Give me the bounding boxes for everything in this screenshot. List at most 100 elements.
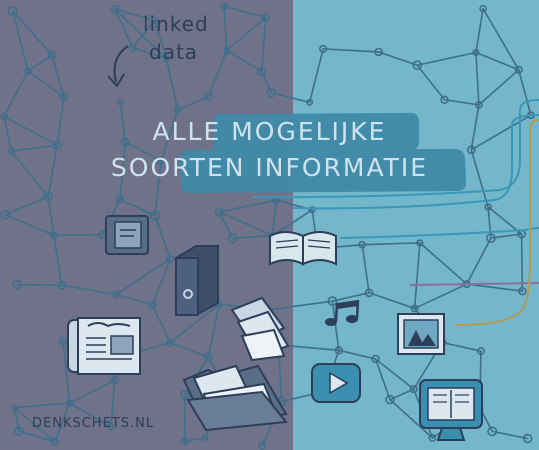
network-edge — [3, 70, 29, 118]
network-node — [476, 347, 485, 356]
network-node — [257, 66, 267, 77]
network-node — [514, 65, 523, 74]
network-edge — [466, 237, 492, 285]
network-node — [47, 51, 57, 60]
network-edge — [470, 104, 480, 151]
network-node — [7, 5, 18, 16]
network-edge — [62, 340, 71, 404]
network-node — [214, 207, 225, 217]
network-edge — [11, 10, 29, 72]
network-node — [358, 240, 367, 249]
network-node — [334, 346, 344, 355]
network-edge — [218, 211, 274, 237]
network-edge — [478, 68, 520, 106]
network-edge — [218, 199, 277, 213]
network-edge — [223, 5, 267, 19]
network-edge — [416, 64, 446, 101]
network-edge — [490, 233, 523, 239]
network-edge — [115, 293, 154, 306]
network-edge — [377, 51, 419, 66]
music-note-icon — [325, 299, 360, 326]
network-node — [150, 210, 160, 221]
network-node — [110, 4, 120, 14]
network-edge — [114, 8, 168, 60]
network-edge — [10, 144, 58, 152]
network-node — [23, 67, 32, 76]
papers-icon — [230, 296, 290, 362]
network-edge — [151, 303, 171, 344]
network-node — [266, 87, 277, 98]
network-node — [261, 13, 270, 22]
open-book-icon — [269, 231, 337, 266]
network-node — [220, 2, 228, 10]
network-node — [308, 206, 316, 214]
network-node — [57, 280, 67, 290]
network-edge — [226, 49, 263, 73]
network-node — [227, 233, 238, 244]
network-node — [410, 304, 419, 313]
network-edge — [119, 101, 127, 143]
network-edge — [18, 430, 56, 443]
network-edge — [165, 57, 179, 111]
network-edge — [361, 242, 421, 246]
network-edge — [114, 8, 134, 49]
network-node — [223, 46, 231, 54]
folder-icon — [182, 364, 288, 432]
network-node — [106, 422, 115, 431]
network-node — [522, 433, 533, 444]
network-node — [165, 254, 175, 264]
title-line-1: ALLE MOGELIJKE — [152, 117, 387, 146]
arrow-icon — [107, 45, 129, 88]
network-edge — [177, 95, 210, 111]
network-edge — [131, 46, 168, 60]
network-node — [110, 376, 119, 385]
network-edge — [322, 48, 380, 53]
network-edge — [52, 234, 63, 287]
network-node — [486, 233, 496, 243]
video-play-icon — [311, 363, 361, 403]
network-edge — [154, 160, 162, 217]
network-edge — [308, 48, 324, 104]
network-edge — [207, 303, 221, 358]
network-edge — [131, 19, 156, 49]
network-edge — [169, 303, 221, 344]
network-edge — [27, 54, 53, 72]
network-edge — [154, 214, 172, 260]
network-edge — [271, 208, 314, 237]
network-edge — [68, 402, 112, 428]
newspaper-icon — [67, 317, 141, 375]
network-edge — [260, 16, 267, 73]
network-node — [440, 95, 449, 105]
network-node — [50, 231, 58, 239]
network-node — [157, 157, 165, 165]
network-node — [428, 433, 437, 442]
network-edge — [68, 379, 116, 404]
network-node — [65, 399, 74, 407]
network-edge — [266, 300, 334, 311]
network-node — [203, 352, 213, 362]
network-edge — [475, 51, 480, 106]
network-edge — [10, 150, 50, 198]
network-node — [319, 44, 328, 54]
network-edge — [368, 291, 416, 310]
network-node — [180, 437, 189, 446]
network-edge — [124, 141, 162, 162]
network-node — [472, 48, 480, 57]
network-node — [364, 288, 374, 298]
annotation-line-1: linked — [143, 12, 209, 36]
network-node — [180, 389, 190, 400]
network-edge — [226, 16, 267, 52]
network-edge — [331, 300, 340, 352]
network-edge — [487, 206, 523, 235]
document-icon — [105, 215, 149, 255]
network-edge — [4, 213, 55, 236]
network-edge — [416, 51, 477, 66]
network-edge — [231, 234, 274, 240]
network-node — [479, 4, 487, 13]
network-node — [487, 426, 498, 437]
network-edge — [16, 283, 63, 287]
